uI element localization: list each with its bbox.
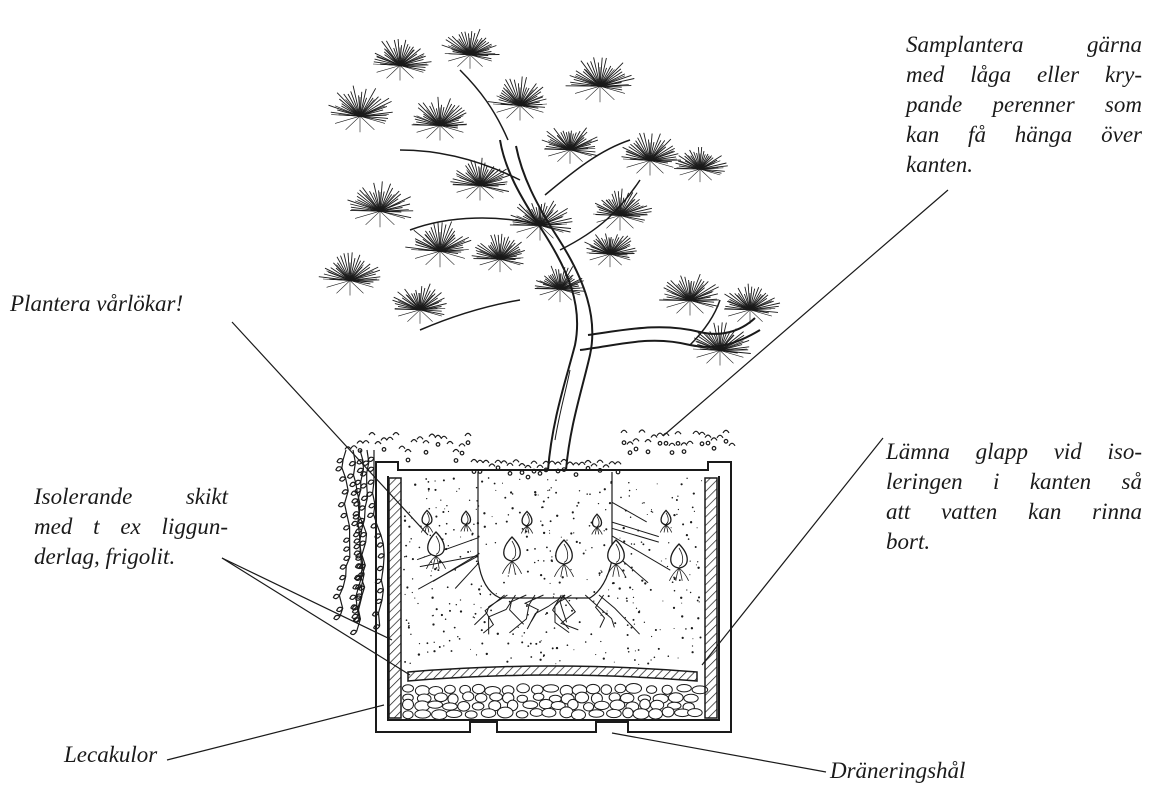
needle-cluster bbox=[373, 39, 432, 81]
leader-lamna bbox=[702, 438, 883, 665]
label-lecakulor-line-1: Lecakulor bbox=[64, 740, 157, 770]
label-samplantera-line-1: Samplantera gärna bbox=[906, 30, 1142, 60]
leader-isolerande-1 bbox=[222, 558, 392, 640]
label-samplantera: Samplantera gärna med låga eller kry- pa… bbox=[906, 30, 1142, 180]
label-isolerande: Isolerande skikt med t ex liggun- derlag… bbox=[34, 482, 228, 572]
bulb bbox=[502, 537, 521, 574]
needle-cluster bbox=[348, 181, 414, 227]
leader-lecakulor bbox=[167, 705, 384, 760]
needle-cluster bbox=[566, 57, 635, 102]
bulb bbox=[554, 540, 573, 577]
needle-cluster bbox=[319, 252, 381, 295]
bulb bbox=[461, 511, 472, 531]
needle-cluster bbox=[724, 284, 780, 324]
needle-cluster bbox=[622, 133, 681, 176]
label-samplantera-line-3: pande perenner som bbox=[906, 90, 1142, 120]
insulation-right bbox=[705, 478, 717, 718]
bulbs bbox=[421, 510, 688, 580]
leca-pebbles bbox=[403, 684, 708, 720]
label-samplantera-line-2: med låga eller kry- bbox=[906, 60, 1142, 90]
label-samplantera-line-4: kan få hänga över bbox=[906, 120, 1142, 150]
soil-layer bbox=[403, 477, 702, 665]
label-lamna-line-4: bort. bbox=[886, 527, 1142, 557]
needle-cluster bbox=[488, 77, 547, 121]
bulb bbox=[669, 544, 688, 581]
label-lamna-line-1: Lämna glapp vid iso- bbox=[886, 437, 1142, 467]
label-samplantera-line-5: kanten. bbox=[906, 150, 1142, 180]
label-plantera: Plantera vårlökar! bbox=[10, 289, 183, 319]
tree-trunk bbox=[400, 70, 760, 470]
needle-cluster bbox=[542, 128, 598, 164]
label-lamna-line-2: leringen i kanten så bbox=[886, 467, 1142, 497]
needle-cluster bbox=[693, 322, 751, 365]
insulation-bottom bbox=[408, 666, 697, 681]
insulation-left bbox=[389, 478, 401, 718]
label-isolerande-line-1: Isolerande skikt bbox=[34, 482, 228, 512]
label-dranering-line-1: Dräneringshål bbox=[830, 756, 965, 786]
tree-canopy bbox=[319, 29, 780, 366]
leader-dranering bbox=[612, 733, 826, 772]
bulb bbox=[660, 510, 672, 532]
label-isolerande-line-2: med t ex liggun- bbox=[34, 512, 228, 542]
label-lamna: Lämna glapp vid iso- leringen i kanten s… bbox=[886, 437, 1142, 557]
needle-cluster bbox=[329, 86, 393, 133]
bulb bbox=[521, 511, 533, 533]
needle-cluster bbox=[585, 234, 637, 268]
roots bbox=[417, 502, 670, 634]
needle-cluster bbox=[472, 234, 525, 272]
bulb bbox=[592, 514, 603, 534]
leader-samplantera bbox=[663, 190, 948, 436]
label-dranering: Dräneringshål bbox=[830, 756, 965, 786]
bulb bbox=[606, 540, 625, 577]
label-plantera-line-1: Plantera vårlökar! bbox=[10, 289, 183, 319]
needle-cluster bbox=[442, 29, 500, 69]
needle-cluster bbox=[412, 97, 467, 141]
label-lecakulor: Lecakulor bbox=[64, 740, 157, 770]
needle-cluster bbox=[674, 147, 728, 182]
label-isolerande-line-3: derlag, frigolit. bbox=[34, 542, 228, 572]
moss-top bbox=[345, 430, 735, 479]
needle-cluster bbox=[393, 284, 447, 324]
label-lamna-line-3: att vatten kan rinna bbox=[886, 497, 1142, 527]
needle-cluster bbox=[659, 274, 719, 315]
leader-plantera bbox=[232, 322, 428, 535]
